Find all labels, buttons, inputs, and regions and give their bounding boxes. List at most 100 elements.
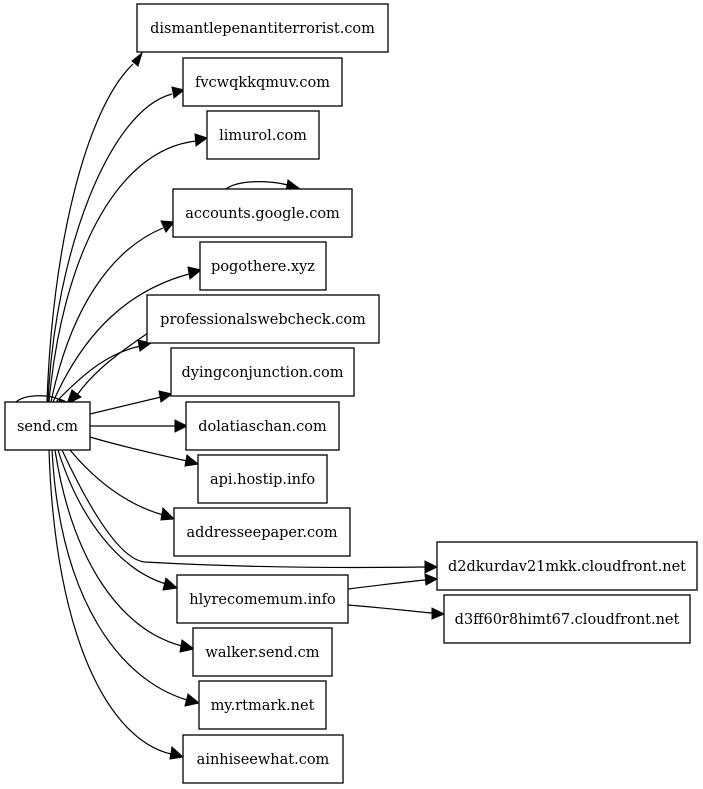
edge-send-to-walker <box>54 449 196 653</box>
edge-send-to-professional <box>55 339 153 403</box>
node-label: addresseepaper.com <box>186 525 337 541</box>
arrowhead <box>179 639 196 653</box>
edge-line <box>89 396 162 415</box>
edge-line <box>347 604 433 614</box>
edge-send-to-ainhisee <box>48 449 185 760</box>
node-label: accounts.google.com <box>185 206 340 222</box>
node-box <box>170 347 355 397</box>
edge-send-to-pogothere <box>52 266 203 403</box>
node-label: send.cm <box>17 419 78 435</box>
nodes-layer: send.cm dismantlepenantiterrorist.com fvcw… <box>4 3 698 784</box>
node-pogothere: pogothere.xyz <box>199 241 327 291</box>
arrowhead <box>194 133 209 147</box>
arrowhead <box>160 506 176 521</box>
node-addressee: addresseepaper.com <box>173 507 351 557</box>
edge-send-to-dolatias <box>90 419 189 433</box>
node-box <box>136 3 389 53</box>
node-box <box>176 574 349 624</box>
edge-line <box>47 93 173 403</box>
arrowhead <box>162 577 179 591</box>
arrowhead <box>424 573 439 586</box>
edge-line <box>225 181 289 190</box>
edge-send-to-dismantle <box>46 51 143 403</box>
arrowhead <box>158 390 174 403</box>
node-dying: dyingconjunction.com <box>170 347 355 397</box>
edge-hlyre-to-d2dk <box>347 573 439 590</box>
node-accounts: accounts.google.com <box>172 188 353 238</box>
node-box <box>443 594 691 644</box>
node-label: api.hostip.info <box>210 472 315 488</box>
node-professional: professionalswebcheck.com <box>146 294 380 344</box>
edge-line <box>76 332 149 396</box>
edge-line <box>52 273 190 403</box>
node-hostip: api.hostip.info <box>197 454 328 504</box>
node-box <box>199 241 327 291</box>
edge-professional-to-send <box>66 332 149 406</box>
node-box <box>172 188 353 238</box>
edge-line <box>61 449 426 569</box>
arrowhead <box>160 220 175 233</box>
node-label: d3ff60r8himt67.cloudfront.net <box>455 612 680 628</box>
arrowhead <box>171 86 186 99</box>
edge-line <box>89 436 188 462</box>
edge-hlyre-to-d3ff <box>347 604 446 620</box>
edge-line <box>15 395 61 403</box>
node-label: dyingconjunction.com <box>182 365 344 381</box>
node-box <box>182 734 344 784</box>
edge-line <box>55 345 142 403</box>
arrowhead <box>187 266 203 280</box>
arrowhead <box>174 419 189 433</box>
edge-line <box>54 449 183 647</box>
node-label: hlyrecomemum.info <box>189 592 335 608</box>
node-box <box>146 294 380 344</box>
edge-line <box>347 579 426 590</box>
edge-line <box>48 140 197 403</box>
arrowhead <box>66 389 82 406</box>
edge-send-to-limurol <box>48 133 209 403</box>
arrowhead <box>184 693 201 707</box>
node-walker: walker.send.cm <box>192 627 333 677</box>
node-hlyre: hlyrecomemum.info <box>176 574 349 624</box>
arrowhead <box>169 746 185 760</box>
node-label: limurol.com <box>219 128 307 144</box>
edge-line <box>48 449 172 755</box>
edge-send-to-rtmark <box>51 449 201 707</box>
node-d2dk: d2dkurdav21mkk.cloudfront.net <box>436 541 698 591</box>
edge-send-to-hostip <box>89 436 200 467</box>
node-label: my.rtmark.net <box>211 698 315 714</box>
node-label: walker.send.cm <box>205 645 319 661</box>
node-box <box>198 680 327 730</box>
edge-line <box>46 63 134 403</box>
arrowhead <box>431 607 446 620</box>
edges-layer <box>15 51 446 760</box>
edge-send-to-d2dk <box>61 449 439 574</box>
arrowhead <box>131 51 143 67</box>
node-box <box>182 57 343 107</box>
edge-line <box>51 449 188 701</box>
node-label: dismantlepenantiterrorist.com <box>150 21 375 37</box>
edge-send-to-hlyre <box>57 449 179 591</box>
node-label: dolatiaschan.com <box>198 419 327 435</box>
node-box <box>206 110 320 160</box>
node-dismantle: dismantlepenantiterrorist.com <box>136 3 389 53</box>
node-d3ff: d3ff60r8himt67.cloudfront.net <box>443 594 691 644</box>
arrowhead <box>184 454 200 467</box>
node-box <box>4 401 91 451</box>
node-label: professionalswebcheck.com <box>160 312 366 328</box>
edge-send-to-accounts <box>50 220 175 403</box>
node-rtmark: my.rtmark.net <box>198 680 327 730</box>
node-label: ainhiseewhat.com <box>197 752 330 768</box>
node-box <box>185 401 340 451</box>
node-send: send.cm <box>4 401 91 451</box>
node-box <box>192 627 333 677</box>
node-box <box>173 507 351 557</box>
node-box <box>436 541 698 591</box>
edge-line <box>50 227 164 403</box>
node-limurol: limurol.com <box>206 110 320 160</box>
edge-send-to-fvcw <box>47 86 186 403</box>
edge-line <box>57 449 167 585</box>
node-label: d2dkurdav21mkk.cloudfront.net <box>448 559 686 575</box>
node-dolatias: dolatiaschan.com <box>185 401 340 451</box>
node-label: fvcwqkkqmuv.com <box>195 75 330 91</box>
